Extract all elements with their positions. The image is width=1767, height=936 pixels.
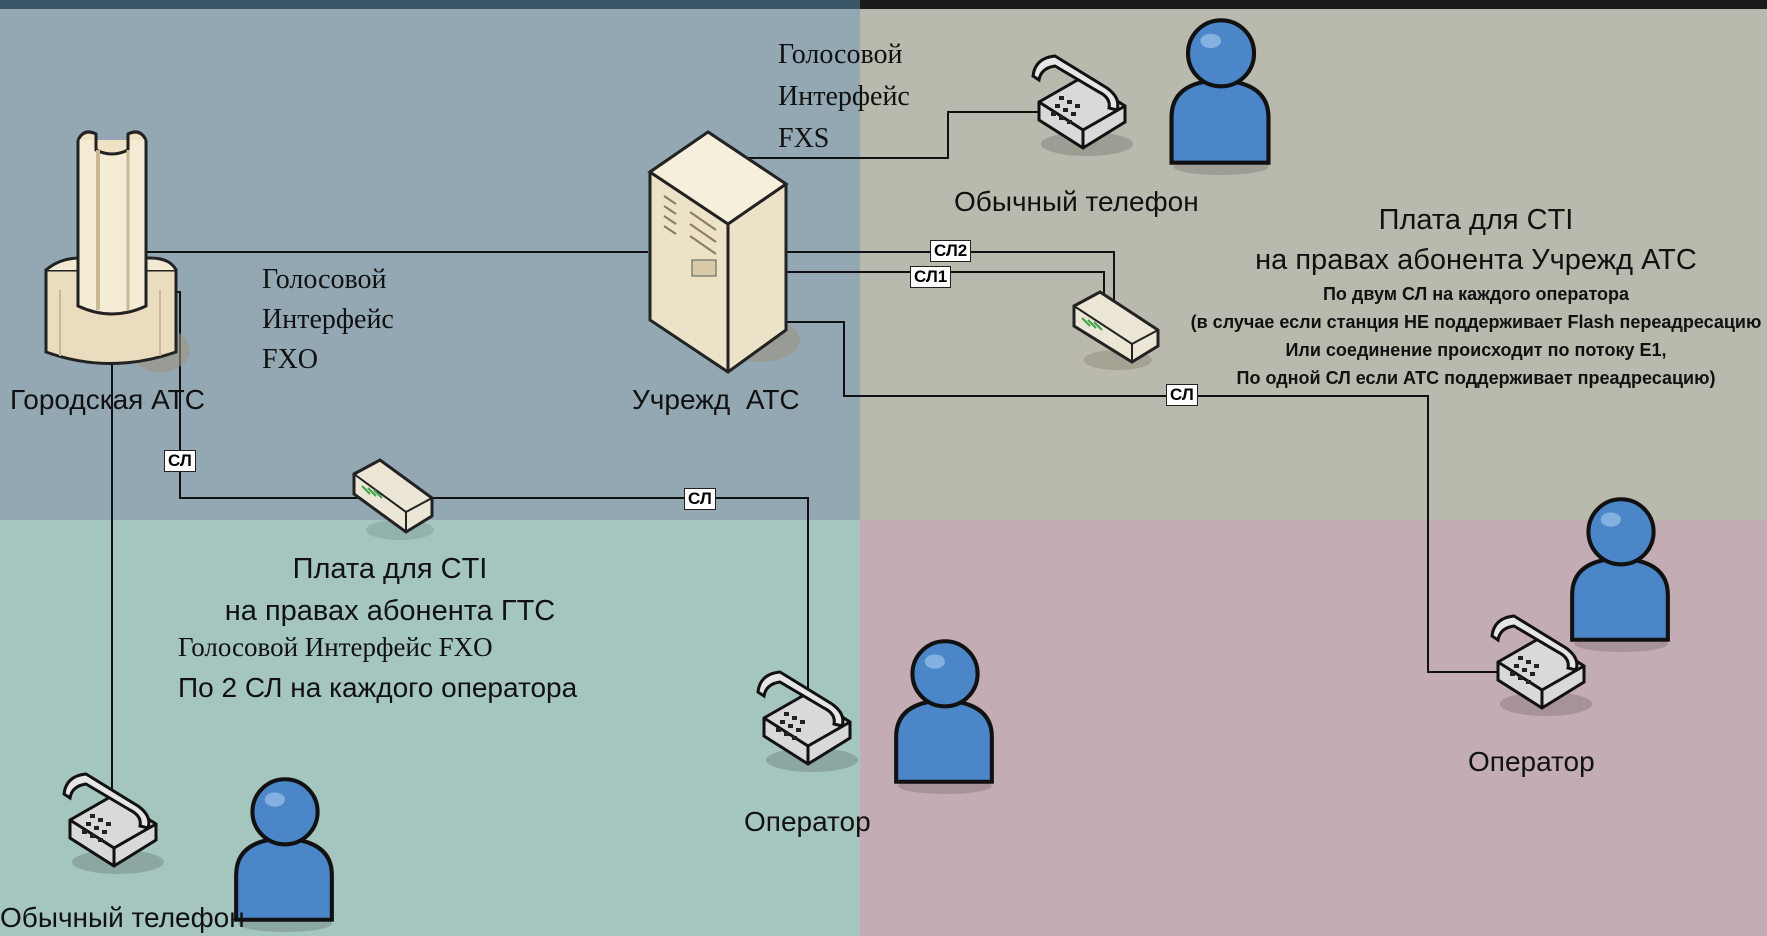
line-office-to-phone xyxy=(716,111,1062,159)
cti-left-interface: Голосовой Интерфейс FXO xyxy=(178,632,493,662)
cti-right-title-line1: Плата для CTI xyxy=(1378,204,1574,236)
top-border-accent xyxy=(0,0,860,9)
fxo-label-line2: Интерфейс xyxy=(262,304,394,335)
zone-top-right xyxy=(860,0,1767,520)
line-office-to-operator xyxy=(716,321,1518,673)
cti-right-note-4: По одной СЛ если АТС поддерживает преадр… xyxy=(1236,368,1716,388)
line-tag-sl-left-vertical: СЛ xyxy=(164,450,196,472)
cti-right-note-2: (в случае если станция НЕ поддерживает F… xyxy=(1190,312,1762,332)
cti-left-title: Плата для CTI на правах абонента ГТС xyxy=(190,548,590,632)
fxo-label: Голосовой Интерфейс FXO xyxy=(262,260,394,380)
telephone-icon xyxy=(62,772,166,876)
server-rack-icon xyxy=(647,130,800,374)
telephone-icon xyxy=(1031,54,1135,158)
line-tag-sl-left-horizontal: СЛ xyxy=(684,488,716,510)
fxo-label-line1: Голосовой xyxy=(262,264,387,295)
top-border xyxy=(0,0,1767,9)
fxs-label: Голосовой Интерфейс FXS xyxy=(778,34,910,160)
line-cti-left-to-operator xyxy=(430,497,809,720)
operator-right-label: Оператор xyxy=(1468,746,1595,777)
pbx-tower-icon xyxy=(44,130,190,372)
cti-right-description: Плата для CTI на правах абонента Учрежд … xyxy=(1186,200,1766,392)
cti-board-right-icon xyxy=(1072,290,1160,370)
fxs-label-line2: Интерфейс xyxy=(778,81,910,112)
person-icon xyxy=(1172,20,1269,175)
cti-right-title-line2: на правах абонента Учрежд АТС xyxy=(1255,244,1697,276)
person-icon xyxy=(236,779,332,932)
cti-left-title-line2: на правах абонента ГТС xyxy=(224,595,556,627)
cti-right-note-1: По двум СЛ на каждого оператора xyxy=(1322,284,1630,304)
cti-left-note: По 2 СЛ на каждого оператора xyxy=(178,672,578,703)
office-pbx-label: Учрежд АТС xyxy=(632,384,800,415)
operator-middle-label: Оператор xyxy=(744,806,871,837)
phone-top-label: Обычный телефон xyxy=(954,186,1199,217)
line-tag-sl-right: СЛ xyxy=(1166,384,1198,406)
person-icon xyxy=(896,641,992,794)
line-tag-sl1: СЛ1 xyxy=(910,266,952,288)
cti-board-left-icon xyxy=(352,458,434,540)
phone-bottom-label: Обычный телефон xyxy=(0,902,245,933)
fxs-label-line3: FXS xyxy=(778,123,830,154)
fxs-label-line1: Голосовой xyxy=(778,39,903,70)
cti-left-title-line1: Плата для CTI xyxy=(292,553,488,585)
line-sl2 xyxy=(716,251,1115,322)
person-icon xyxy=(1572,499,1668,652)
cti-right-note-3: Или соединение происходит по потоку Е1, xyxy=(1285,340,1667,360)
line-tag-sl2: СЛ2 xyxy=(930,240,972,262)
city-pbx-label: Городская АТС xyxy=(10,384,205,415)
fxo-label-line3: FXO xyxy=(262,344,319,375)
